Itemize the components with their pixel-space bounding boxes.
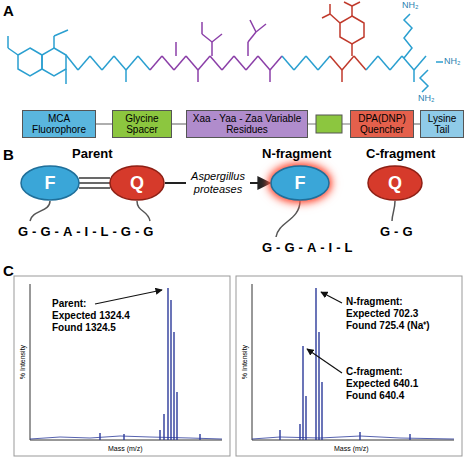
- axis-title: Mass (m/z): [334, 444, 369, 453]
- callout: Found 640.4: [346, 390, 404, 402]
- mass-spectrum: [14, 276, 230, 456]
- component-oval: Q: [109, 165, 165, 201]
- sequence: G-G-A-I-L-G-G: [18, 224, 157, 239]
- callout: Expected 640.1: [346, 378, 418, 390]
- sequence: G-G: [380, 224, 417, 239]
- sequence: G-G-A-I-L: [262, 240, 356, 255]
- callout: C-fragment:: [346, 366, 403, 378]
- group-title: Parent: [72, 146, 112, 161]
- component-box: MCA Fluorophore: [22, 110, 96, 138]
- callout: N-fragment:: [346, 296, 403, 308]
- axis-title: % Intensity: [240, 345, 249, 379]
- component-box: Glycine Spacer: [112, 110, 172, 138]
- mass-spectrum: [236, 276, 462, 456]
- group-title: N-fragment: [262, 146, 331, 161]
- box-label: Lysine Tail: [424, 113, 460, 135]
- axis-title: % Intensity: [18, 345, 27, 379]
- side-chains: [176, 20, 266, 56]
- box-label: Xaa - Yaa - Zaa Variable Residues: [190, 113, 304, 135]
- panel-letter: C: [3, 262, 14, 279]
- callout: Expected 702.3: [346, 308, 418, 320]
- edge-label: Aspergillus proteases: [186, 170, 250, 196]
- atom-label: NH₂: [418, 93, 435, 104]
- oval-letter: Q: [388, 173, 402, 194]
- lysine-structure: [404, 14, 443, 92]
- callout: Parent:: [52, 298, 86, 310]
- panel-letter: A: [3, 2, 14, 19]
- oval-letter: Q: [130, 173, 144, 194]
- component-oval: F: [270, 165, 330, 201]
- peptide-backbone: [66, 55, 426, 82]
- atom-label: NH₂: [402, 0, 419, 11]
- component-oval: F: [20, 165, 80, 201]
- connector: [79, 178, 110, 188]
- component-box: Lysine Tail: [420, 110, 464, 138]
- mca-structure: [8, 30, 68, 84]
- box-label: Glycine Spacer: [116, 113, 168, 135]
- component-box: Xaa - Yaa - Zaa Variable Residues: [186, 110, 308, 138]
- callout: Found 725.4 (Na⁺): [346, 320, 430, 332]
- spacer-box: [316, 115, 342, 133]
- box-label: DPA(DNP) Quencher: [354, 113, 410, 135]
- callout: Found 1324.5: [52, 322, 116, 334]
- box-label: MCA Fluorophore: [26, 113, 92, 135]
- connector: [96, 124, 112, 125]
- component-oval: Q: [367, 165, 423, 201]
- group-title: C-fragment: [366, 146, 435, 161]
- connector: [172, 124, 186, 125]
- callout: Expected 1324.4: [52, 310, 130, 322]
- oval-letter: F: [295, 173, 306, 194]
- oval-letter: F: [45, 173, 56, 194]
- leader-arrow: [95, 290, 342, 373]
- dnp-structure: [322, 2, 364, 56]
- panel-letter: B: [3, 146, 14, 163]
- atom-label: NH₂: [444, 56, 461, 67]
- component-box: DPA(DNP) Quencher: [350, 110, 414, 138]
- axis-title: Mass (m/z): [108, 444, 143, 453]
